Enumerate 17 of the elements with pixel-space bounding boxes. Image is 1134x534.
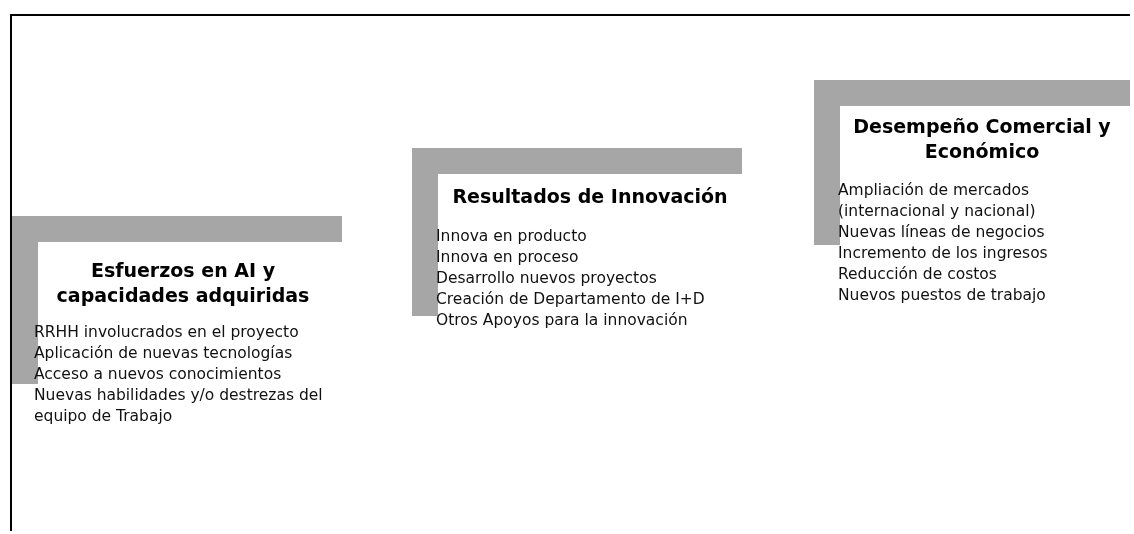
list-item: Otros Apoyos para la innovación — [436, 310, 689, 331]
list-item: Nuevos puestos de trabajo — [838, 285, 1047, 306]
list-item: Acceso a nuevos conocimientos — [34, 364, 283, 385]
list-item: Incremento de los ingresos — [838, 243, 1049, 264]
list-item: Desarrollo nuevos proyectos — [436, 268, 658, 289]
panel-heading: Resultados de Innovación — [451, 184, 729, 209]
list-item: Innova en proceso — [436, 247, 580, 268]
panel-heading: Esfuerzos en AI y capacidades adquiridas — [55, 258, 311, 308]
list-item: Nuevas líneas de negocios — [838, 222, 1046, 243]
list-item: Ampliación de mercados (internacional y nacional) — [838, 180, 1037, 222]
list-item: Reducción de costos — [838, 264, 998, 285]
list-item: RRHH involucrados en el proyecto — [34, 322, 300, 343]
list-item: Innova en producto — [436, 226, 588, 247]
list-item: Creación de Departamento de I+D — [436, 289, 706, 310]
list-item: Nuevas habilidades y/o destrezas del equipo de Trabajo — [34, 385, 324, 427]
list-item: Aplicación de nuevas tecnologías — [34, 343, 294, 364]
panel-heading: Desempeño Comercial y Económico — [852, 114, 1112, 164]
